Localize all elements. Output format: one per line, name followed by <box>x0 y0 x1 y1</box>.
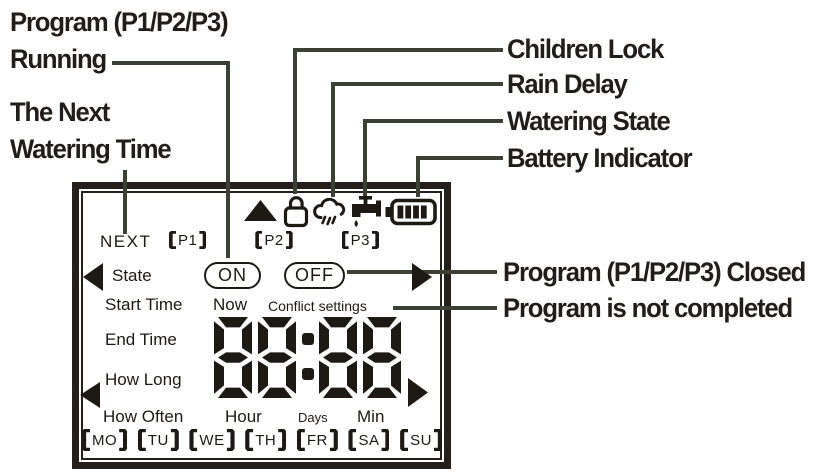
right-arrow-icon <box>412 263 432 291</box>
program-indicator-p3: P3 <box>341 231 379 249</box>
left-bracket-icon <box>341 231 349 249</box>
leader-watering-state-v <box>363 119 367 196</box>
right-bracket-icon <box>329 429 338 451</box>
children-lock-icon <box>283 196 309 228</box>
state-label: State <box>112 266 152 285</box>
now-indicator: Now <box>213 295 248 314</box>
watering-state-icon <box>352 196 381 227</box>
leader-battery-h <box>416 156 503 160</box>
leader-running-h <box>112 61 230 65</box>
callout-children-lock: Children Lock <box>507 34 664 64</box>
callout-next-watering: The Next Watering Time <box>10 97 172 164</box>
right-arrow-icon <box>408 378 428 407</box>
left-bracket-icon <box>82 429 90 451</box>
leader-children-lock-h <box>293 48 503 52</box>
right-bracket-icon <box>433 429 442 451</box>
left-bracket-icon <box>255 231 263 249</box>
battery-icon <box>385 198 437 226</box>
right-bracket-icon <box>199 231 207 249</box>
callout-watering-state: Watering State <box>507 106 671 136</box>
seven-segment-time <box>213 316 402 399</box>
start-time-label: Start Time <box>105 295 183 314</box>
callout-program-incomplete: Program is not completed <box>503 293 793 323</box>
left-arrow-icon <box>80 382 100 408</box>
weekday-tu: TU <box>137 429 179 451</box>
seven-segment-digit <box>257 316 297 399</box>
leader-rain-delay-v <box>331 82 335 197</box>
left-bracket-icon <box>245 429 254 451</box>
conflict-settings-indicator: Conflict settings <box>268 298 367 314</box>
on-indicator: ON <box>204 262 261 289</box>
rain-delay-icon <box>313 198 346 226</box>
leader-battery-v <box>416 156 420 197</box>
how-long-label: How Long <box>105 370 182 389</box>
end-time-label: End Time <box>105 330 177 349</box>
left-bracket-icon <box>348 429 357 451</box>
leader-running-v <box>226 61 230 258</box>
weekday-row: MO TU WE TH FR SA SU <box>82 429 442 451</box>
off-indicator: OFF <box>284 262 345 289</box>
weekday-th: TH <box>245 429 287 451</box>
leader-watering-state-h <box>363 119 503 123</box>
how-often-label: How Often <box>103 407 184 426</box>
left-bracket-icon <box>169 231 176 249</box>
right-bracket-icon <box>371 231 379 249</box>
up-arrow-icon <box>244 200 277 221</box>
left-arrow-icon <box>83 263 103 291</box>
left-bracket-icon <box>137 429 146 451</box>
leader-incomplete-h <box>393 306 497 310</box>
right-bracket-icon <box>381 429 390 451</box>
weekday-sa: SA <box>348 429 390 451</box>
hour-unit-label: Hour <box>225 407 262 426</box>
weekday-fr: FR <box>296 429 338 451</box>
colon-separator <box>301 316 314 399</box>
leader-rain-delay-h <box>331 82 503 86</box>
right-bracket-icon <box>170 429 179 451</box>
weekday-mo: MO <box>82 429 128 451</box>
right-bracket-icon <box>119 429 128 451</box>
callout-battery-indicator: Battery Indicator <box>507 143 693 173</box>
program-indicator-p2: P2 <box>255 231 293 249</box>
left-bracket-icon <box>296 429 305 451</box>
min-unit-label: Min <box>357 407 385 426</box>
left-bracket-icon <box>400 429 409 451</box>
right-bracket-icon <box>226 429 235 451</box>
right-bracket-icon <box>285 231 293 249</box>
days-unit-label: Days <box>298 410 328 425</box>
next-indicator: NEXT <box>100 232 152 251</box>
seven-segment-digit <box>362 316 402 399</box>
leader-children-lock-v <box>293 48 297 194</box>
weekday-su: SU <box>400 429 442 451</box>
right-bracket-icon <box>278 429 287 451</box>
callout-program-running: Program (P1/P2/P3) Running <box>10 7 229 74</box>
seven-segment-digit <box>213 316 253 399</box>
callout-rain-delay: Rain Delay <box>507 69 628 99</box>
left-bracket-icon <box>189 429 198 451</box>
seven-segment-digit <box>318 316 358 399</box>
program-indicator-p1: P1 <box>169 231 207 249</box>
program-indicator-row: P1 P2 P3 <box>169 231 379 249</box>
leader-next-v <box>123 170 127 234</box>
weekday-we: WE <box>189 429 235 451</box>
callout-program-closed: Program (P1/P2/P3) Closed <box>503 257 806 287</box>
